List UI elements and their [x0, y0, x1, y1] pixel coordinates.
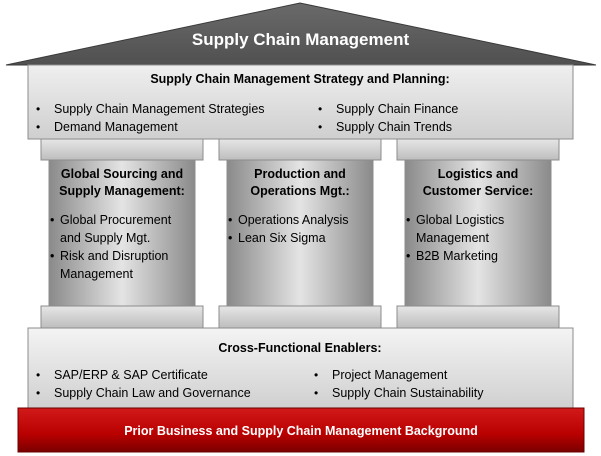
pillar-title-line: Customer Service:	[422, 184, 534, 198]
list-item: Supply Chain Sustainability	[312, 384, 483, 402]
enablers-right-list: Project Management Supply Chain Sustaina…	[312, 366, 483, 402]
list-item: Risk and Disruption Management	[50, 247, 192, 283]
foundation-title: Prior Business and Supply Chain Manageme…	[124, 424, 478, 438]
list-item: Supply Chain Trends	[316, 118, 458, 136]
list-item: Global Procurement and Supply Mgt.	[50, 211, 192, 247]
list-item: SAP/ERP & SAP Certificate	[34, 366, 251, 384]
list-item: Supply Chain Law and Governance	[34, 384, 251, 402]
roof-title: Supply Chain Management	[191, 30, 410, 49]
list-item: Operations Analysis	[228, 211, 370, 229]
pillar-title-line: Operations Mgt.:	[250, 184, 350, 198]
list-item: Global Logistics Management	[406, 211, 548, 247]
pillar-title-line: Production and	[254, 167, 346, 181]
enablers-left-list: SAP/ERP & SAP Certificate Supply Chain L…	[34, 366, 251, 402]
pillar-1-list: Global Procurement and Supply Mgt. Risk …	[50, 211, 192, 283]
list-item: Demand Management	[34, 118, 265, 136]
strategy-title: Supply Chain Management Strategy and Pla…	[150, 72, 450, 86]
pillar-2-title: Production and Operations Mgt.:	[227, 166, 373, 200]
list-item: Supply Chain Finance	[316, 100, 458, 118]
enablers-title: Cross-Functional Enablers:	[218, 341, 382, 355]
list-item: Project Management	[312, 366, 483, 384]
pillar-title-line: Supply Management:	[59, 184, 185, 198]
pillar-1-title: Global Sourcing and Supply Management:	[49, 166, 195, 200]
pillar-title-line: Logistics and	[437, 167, 519, 181]
pillar-2-list: Operations Analysis Lean Six Sigma	[228, 211, 370, 247]
foundation-bar	[17, 407, 585, 453]
list-item: Lean Six Sigma	[228, 229, 370, 247]
list-item: B2B Marketing	[406, 247, 548, 265]
pillar-title-line: Global Sourcing and	[60, 167, 184, 181]
pillar-3-title: Logistics and Customer Service:	[405, 166, 551, 200]
strategy-left-list: Supply Chain Management Strategies Deman…	[34, 100, 265, 136]
list-item: Supply Chain Management Strategies	[34, 100, 265, 118]
strategy-right-list: Supply Chain Finance Supply Chain Trends	[316, 100, 458, 136]
pillar-3-list: Global Logistics Management B2B Marketin…	[406, 211, 548, 265]
